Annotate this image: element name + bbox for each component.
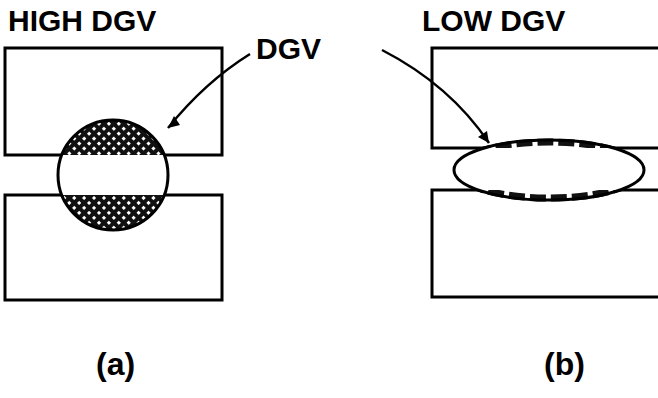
dgv-region [58, 120, 168, 230]
particle-outline [58, 120, 168, 230]
dgv-region [456, 142, 642, 198]
particle-fill [58, 120, 168, 230]
panel-heading: LOW DGV [422, 6, 565, 36]
panel-heading: HIGH DGV [8, 6, 156, 36]
particle-fill [454, 140, 644, 200]
leader-arrowhead [478, 131, 489, 143]
particle-outline [454, 140, 644, 200]
panel-label: (b) [544, 348, 585, 380]
panel-label: (a) [96, 348, 135, 380]
leader-line [168, 54, 250, 128]
callout-label: DGV [256, 34, 321, 64]
leader-line [382, 50, 489, 143]
lower-plate [432, 190, 658, 297]
leader-arrowhead [168, 116, 180, 128]
upper-plate [432, 48, 658, 148]
